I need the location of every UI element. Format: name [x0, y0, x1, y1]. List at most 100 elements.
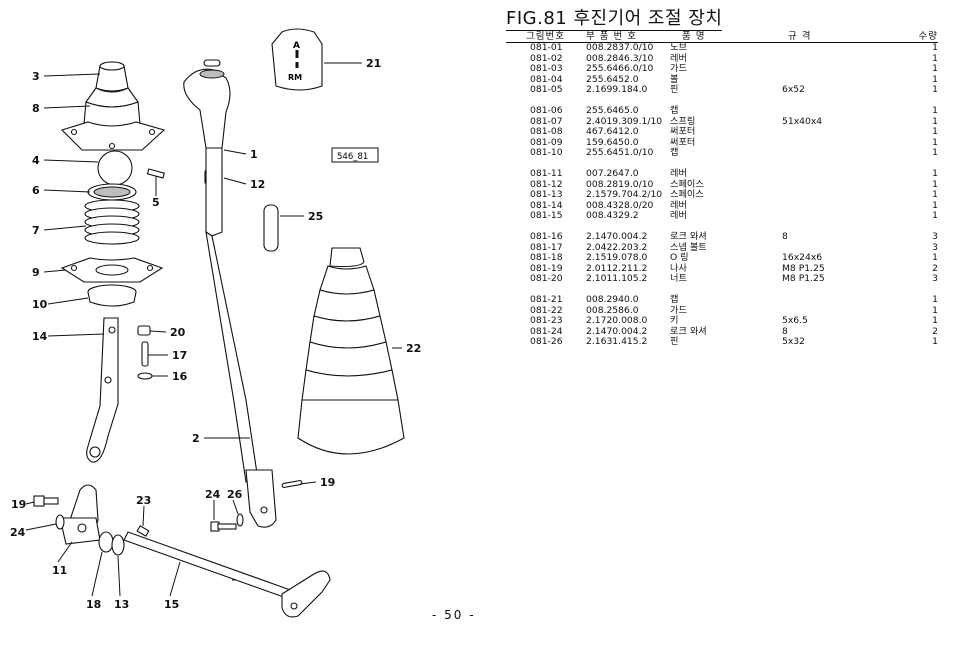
callout-23: 23 — [136, 494, 151, 507]
cell-figure-no: 081-05 — [530, 84, 563, 95]
cell-name: 로크 와셔 — [670, 325, 707, 337]
cell-part-no: 2.0422.203.2 — [586, 241, 648, 253]
part-pin-081-25 — [263, 204, 279, 252]
cell-name: 써포터 — [670, 126, 696, 137]
callout-11: 11 — [52, 564, 67, 577]
cell-part-no: 255.6466.0/10 — [586, 63, 654, 74]
cell-figure-no: 081-14 — [530, 199, 563, 211]
cell-qty: 1 — [932, 178, 938, 190]
cell-qty: 1 — [932, 189, 938, 200]
part-knob-lever-081-01 — [183, 68, 231, 149]
callout-21: 21 — [366, 57, 381, 70]
callout-19-bottom: 19 — [11, 498, 26, 511]
cell-part-no: 2.1470.004.2 — [586, 231, 648, 242]
cell-qty: 2 — [932, 325, 938, 337]
cell-qty: 3 — [932, 241, 938, 253]
cell-figure-no: 081-19 — [530, 262, 563, 274]
part-bolt-081-17 — [141, 341, 149, 367]
cell-part-no: 2.1470.004.2 — [586, 325, 648, 337]
cell-qty: 1 — [932, 126, 938, 137]
cell-figure-no: 081-24 — [530, 325, 563, 337]
part-key-081-23 — [136, 525, 150, 537]
cell-spec — [782, 127, 910, 138]
header-spec: 규 격 — [788, 31, 812, 42]
cell-qty: 3 — [932, 273, 938, 284]
cell-qty: 1 — [932, 304, 938, 316]
cell-figure-no: 081-13 — [530, 189, 563, 200]
cell-part-no: 2.0112.211.2 — [586, 262, 648, 274]
callout-22: 22 — [406, 342, 421, 355]
callout-10: 10 — [32, 298, 48, 311]
cell-name: 써포터 — [670, 136, 696, 148]
cell-figure-no: 081-22 — [530, 304, 563, 316]
leader-lines — [25, 62, 402, 597]
cell-part-no: 2.1699.184.0 — [586, 84, 648, 95]
callout-13: 13 — [114, 598, 129, 611]
cell-spec — [782, 106, 910, 117]
callout-7: 7 — [32, 224, 40, 237]
cell-spec: M8 P1.25 — [782, 273, 825, 284]
cell-spec: 51x40x4 — [782, 115, 823, 127]
part-screw-081-19-bottom — [33, 495, 59, 507]
part-lever-081-11 — [59, 484, 101, 545]
knob-label-a: A — [293, 41, 300, 51]
cell-part-no: 2.1631.415.2 — [586, 336, 648, 347]
header-figure-no: 그림번호 — [526, 31, 565, 42]
part-lever-rod-081-02 — [205, 147, 277, 528]
part-ball-081-04 — [97, 150, 133, 186]
callout-16: 16 — [172, 370, 188, 383]
cell-part-no: 255.6452.0 — [586, 73, 639, 85]
part-spring-081-07 — [84, 199, 140, 245]
cell-qty: 1 — [932, 73, 938, 85]
group-separator — [506, 222, 938, 233]
cell-part-no: 008.4328.0/20 — [586, 199, 654, 211]
cell-spec: 5x32 — [782, 336, 805, 347]
cell-spec — [782, 54, 910, 65]
cell-name: 레버 — [670, 199, 687, 211]
part-supporter-081-09 — [60, 257, 164, 283]
cell-name: 가드 — [670, 63, 687, 74]
part-knob-cap-081-21: A RM — [271, 28, 323, 91]
cell-part-no: 008.2940.0 — [586, 294, 639, 305]
cell-qty: 1 — [932, 210, 938, 221]
part-pin-081-05 — [146, 168, 165, 179]
cell-figure-no: 081-02 — [530, 52, 563, 64]
part-lever-081-15 — [123, 531, 331, 618]
cell-name: 레버 — [670, 210, 687, 221]
cell-spec: 5x6.5 — [782, 315, 808, 326]
drawing-code: 546_81 — [337, 152, 368, 162]
cell-figure-no: 081-07 — [530, 115, 563, 127]
callout-4: 4 — [32, 154, 40, 167]
cell-part-no: 2.1011.105.2 — [586, 273, 648, 284]
header-name: 품 명 — [682, 31, 706, 42]
callout-12: 12 — [250, 178, 265, 191]
callout-26: 19 — [320, 476, 335, 489]
callout-3: 3 — [32, 70, 40, 83]
cell-figure-no: 081-01 — [530, 42, 563, 53]
cell-qty: 1 — [932, 168, 938, 179]
cell-part-no: 467.6412.0 — [586, 126, 639, 137]
header-qty: 수량 — [918, 31, 938, 42]
callout-14: 14 — [32, 330, 48, 343]
cell-spec — [782, 201, 910, 212]
cell-part-no: 2.1720.008.0 — [586, 315, 648, 326]
cell-figure-no: 081-21 — [530, 294, 563, 305]
cell-qty: 3 — [932, 231, 938, 242]
cell-name: 너트 — [670, 273, 687, 284]
cell-name: 나사 — [670, 262, 687, 274]
cell-figure-no: 081-04 — [530, 73, 563, 85]
cell-qty: 1 — [932, 42, 938, 53]
cell-name: O 링 — [670, 252, 689, 263]
cell-spec — [782, 169, 910, 180]
cell-part-no: 2.1579.704.2/10 — [586, 189, 663, 200]
